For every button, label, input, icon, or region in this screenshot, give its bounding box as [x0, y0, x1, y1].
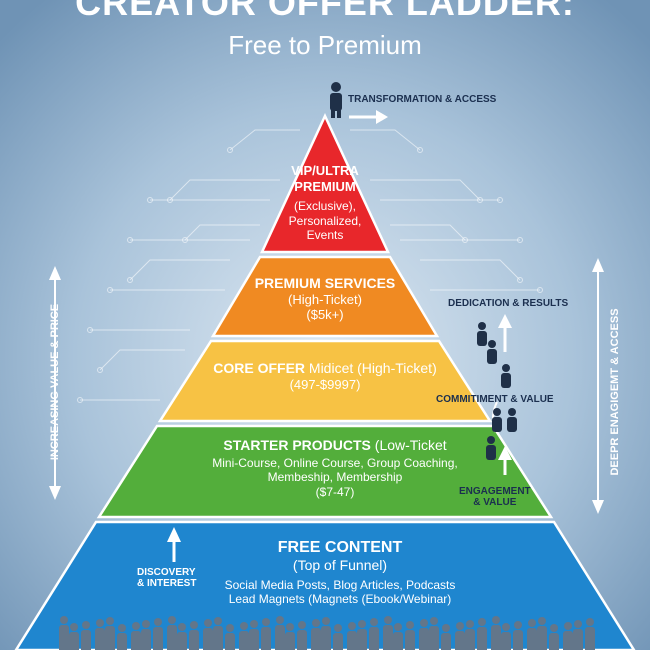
tier-vip-line3: Events — [306, 227, 344, 242]
tier-vip-heading2: PREMIUM — [294, 178, 356, 194]
tier-free-line2: Social Media Posts, Blog Articles, Podca… — [224, 577, 456, 592]
annotation-dedication: DEDICATION & RESULTS — [448, 298, 569, 309]
tier-free-text: FREE CONTENT (Top of Funnel) Social Medi… — [175, 538, 505, 607]
tier-premium-heading: PREMIUM SERVICES — [254, 275, 396, 291]
flow-arrows — [167, 110, 512, 562]
annotation-engagement: ENGAGEMENT & VALUE — [459, 486, 531, 508]
diagram-title: CREATOR OFFER LADDER: — [75, 0, 575, 23]
tier-premium — [210, 255, 440, 338]
person-top — [330, 82, 342, 118]
tier-free-line3: Lead Magnets (Magnets (Ebook/Webinar) — [228, 592, 452, 607]
tier-vip-heading: VIP/ULTRA — [291, 163, 359, 178]
tier-starter-line2: Membeship, Membership — [267, 470, 403, 485]
crowd-figures — [59, 616, 595, 650]
tier-core — [157, 339, 493, 423]
tier-core-line1: (497-$9997) — [289, 376, 361, 392]
tier-starter-line3: ($7-47) — [315, 484, 355, 499]
annotation-engagement-line2: & VALUE — [473, 497, 517, 508]
tier-premium-text: PREMIUM SERVICES (High-Ticket) ($5k+) — [220, 275, 430, 323]
tier-vip-line2: Personalized, — [288, 213, 362, 228]
annotation-engagement-line1: ENGAGEMENT — [459, 486, 531, 497]
annotation-transformation: TRANSFORMATION & ACCESS — [348, 94, 497, 105]
tier-vip — [260, 113, 390, 254]
tier-core-heading-suffix: Midicet (High-Ticket) — [305, 360, 437, 376]
tier-vip-text: VIP/ULTRA PREMIUM (Exclusive), Personali… — [265, 163, 385, 242]
circuit-lines — [77, 129, 543, 403]
diagram-subtitle: Free to Premium — [228, 30, 422, 60]
tier-free-line1: (Top of Funnel) — [292, 557, 388, 574]
tier-premium-line2: ($5k+) — [306, 307, 344, 323]
tier-free-heading: FREE CONTENT — [277, 539, 403, 556]
left-axis-arrow — [49, 266, 61, 500]
right-axis-label: DEEPR ENAGIGEMT & ACCESS — [609, 308, 621, 476]
tier-core-heading: CORE OFFER — [213, 360, 306, 376]
tier-starter-heading-suffix: (Low-Ticket — [370, 437, 447, 453]
tier-starter-line1: Mini-Course, Online Course, Group Coachi… — [212, 455, 458, 470]
tier-starter — [96, 424, 554, 519]
climber-figures — [330, 82, 517, 460]
right-axis-arrow — [592, 258, 604, 514]
left-axis-label: INCREASING VALUE & PRICE — [49, 303, 61, 461]
tier-core-text: CORE OFFER Midicet (High-Ticket) (497-$9… — [175, 360, 475, 392]
annotation-discovery-line2: & INTEREST — [137, 578, 197, 589]
annotation-commitment: COMMITIMENT & VALUE — [436, 394, 554, 405]
tier-starter-heading: STARTER PRODUCTS — [223, 437, 371, 453]
tier-vip-line1: (Exclusive), — [293, 199, 356, 214]
annotation-discovery-line1: DISCOVERY — [137, 567, 196, 578]
tier-premium-line1: (High-Ticket) — [288, 291, 362, 307]
tier-starter-text: STARTER PRODUCTS (Low-Ticket Mini-Course… — [170, 437, 500, 499]
annotation-discovery: DISCOVERY & INTEREST — [137, 567, 196, 589]
